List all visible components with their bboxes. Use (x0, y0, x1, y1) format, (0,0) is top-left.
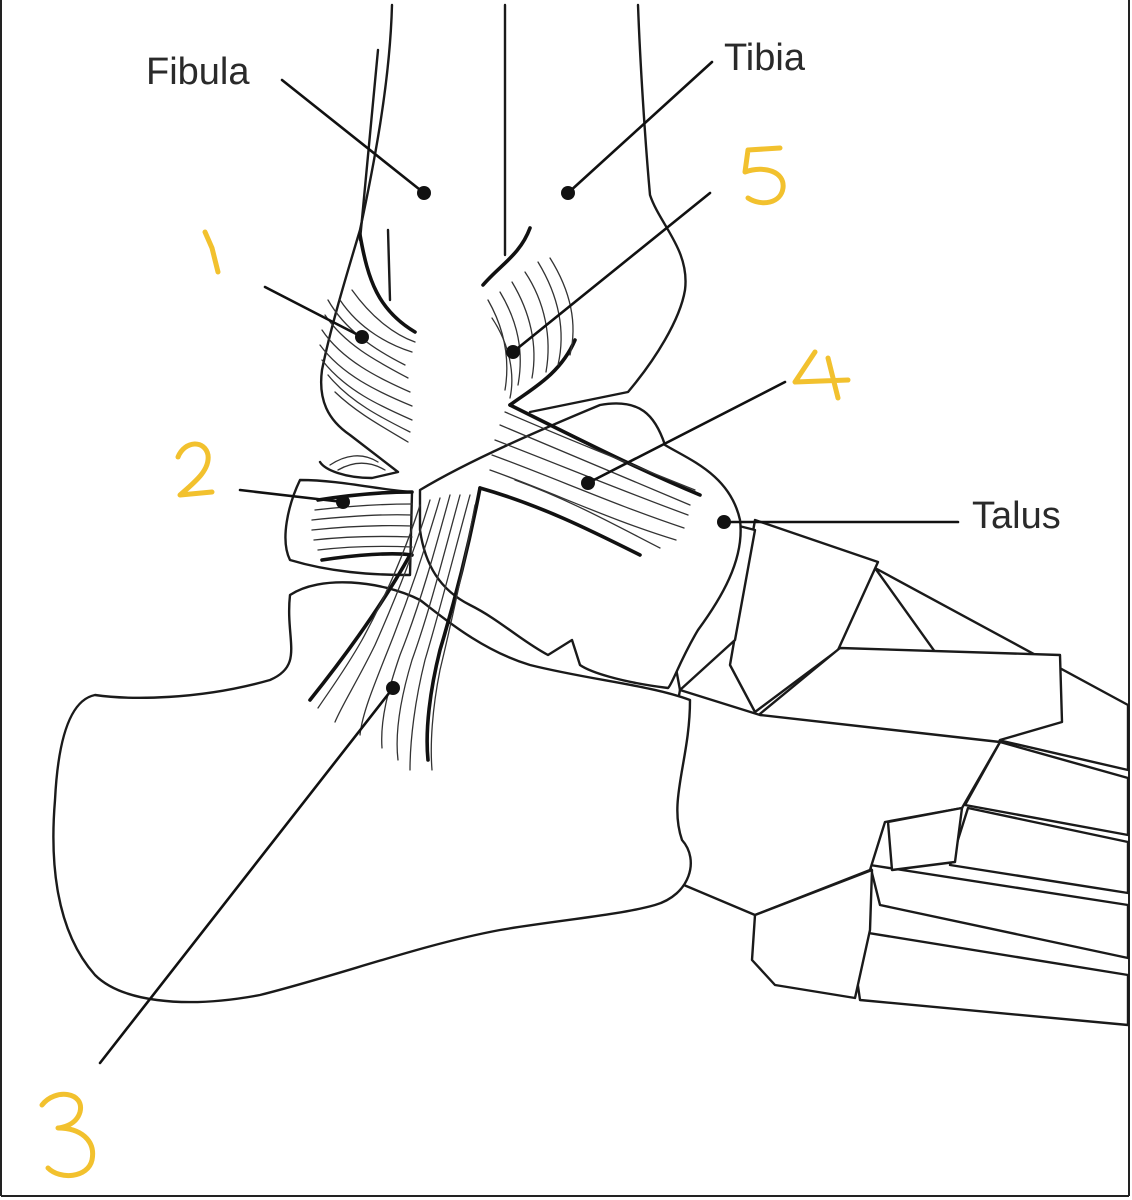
handwritten-number-3: 3 (39, 1091, 96, 1178)
talus-label: Talus (972, 495, 1061, 537)
ligament-5-dot (506, 345, 520, 359)
calcaneus (52, 581, 692, 1004)
fibula-label: Fibula (146, 51, 250, 93)
ligament-1 (319, 233, 417, 443)
ligament-3-dot (386, 681, 400, 695)
ligament-5-leader (511, 191, 712, 354)
ligament-4-leader (586, 380, 787, 485)
fibula-dot (417, 186, 431, 200)
bones (52, 3, 1130, 1027)
ligament-1-leader (263, 285, 364, 339)
tibia (503, 3, 687, 414)
ligament-5 (481, 226, 577, 407)
talus (418, 402, 742, 690)
ligament-3 (308, 486, 482, 771)
fibula-shaft-line (358, 48, 380, 242)
metatarsal-4 (868, 863, 1130, 960)
ligament-1-dot (355, 330, 369, 344)
ligaments (308, 226, 702, 771)
printed-labels: Fibula Tibia Talus (146, 37, 1061, 537)
handwritten-number-4: 4 (792, 349, 851, 401)
handwritten-numbers: 1 2 3 4 5 (39, 145, 851, 1178)
handwritten-number-5: 5 (742, 145, 786, 206)
base-5th-metatarsal (750, 868, 874, 1000)
ligament-2 (311, 455, 414, 562)
tibia-label: Tibia (724, 37, 806, 79)
ligament-2-leader (238, 488, 345, 504)
ligament-4 (478, 403, 702, 557)
handwritten-number-2: 2 (175, 441, 215, 498)
tibia-leader (566, 60, 714, 195)
ligament-3-leader (98, 686, 395, 1065)
talus-dot (717, 515, 731, 529)
ligament-2-dot (336, 495, 350, 509)
ligament-4-dot (581, 476, 595, 490)
handwritten-number-1: 1 (202, 229, 221, 275)
fibula-leader (280, 78, 426, 195)
fibula (318, 3, 400, 480)
cuneiform-3 (886, 806, 964, 872)
leaders (98, 60, 960, 1065)
tibia-dot (561, 186, 575, 200)
